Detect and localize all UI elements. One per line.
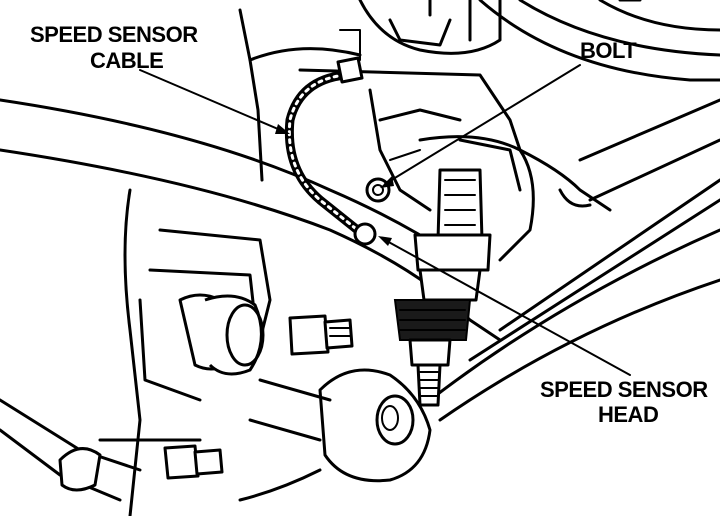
label-speed-sensor-cable-line1: SPEED SENSOR bbox=[30, 22, 198, 47]
left-bracket bbox=[123, 188, 354, 516]
cable-leader-arrow bbox=[275, 124, 290, 134]
head-leader-line bbox=[384, 239, 631, 376]
label-bolt: BOLT bbox=[580, 38, 637, 63]
bolt-leader-arrow bbox=[380, 176, 394, 188]
transmission-housing bbox=[238, 0, 720, 212]
lower-bushing bbox=[238, 368, 432, 502]
cable-leader-line bbox=[139, 69, 286, 133]
speed-sensor-head bbox=[393, 168, 492, 407]
callout-labels: SPEED SENSOR CABLE BOLT SPEED SENSOR HEA… bbox=[30, 22, 709, 427]
lower-left-hardware bbox=[0, 398, 224, 502]
label-speed-sensor-head-line2: HEAD bbox=[598, 402, 658, 427]
sensor-mount-housing bbox=[368, 88, 535, 262]
leader-lines bbox=[139, 64, 631, 376]
head-leader-arrow bbox=[378, 236, 392, 246]
right-tubes bbox=[428, 98, 720, 422]
speed-sensor-cable bbox=[284, 56, 377, 246]
label-speed-sensor-head-line1: SPEED SENSOR bbox=[540, 377, 708, 402]
label-speed-sensor-cable-line2: CABLE bbox=[90, 48, 163, 73]
bolt-leader-line bbox=[384, 64, 581, 185]
